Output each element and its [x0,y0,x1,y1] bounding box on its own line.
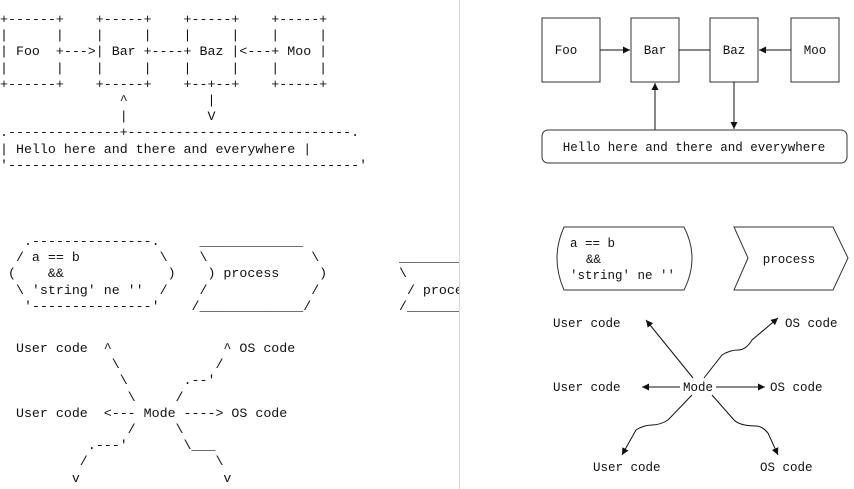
message-text: Hello here and there and everywhere [563,141,826,155]
box-moo-label: Moo [804,44,827,58]
ascii-art-panel: +------+ +-----+ +-----+ +-----+ | | | |… [0,12,460,486]
ascii-mode-diagram: User code ^ ^ OS code \ / \ .--' \ / Use… [15,341,296,486]
arrow-to-user-code-top [645,319,694,379]
user-code-top: User code [553,317,621,331]
user-code-bottom: User code [593,461,661,475]
condition-line-2: && [586,253,602,267]
message-box: Hello here and there and everywhere [541,129,848,164]
os-code-mid: OS code [770,381,823,395]
box-foo-label: Foo [555,44,578,58]
box-bar: Bar [630,17,680,83]
rendered-diagram: Foo Bar Baz Moo Hello her [541,17,849,475]
os-code-top: OS code [785,317,838,331]
arrow-to-os-code-bottom [711,394,779,456]
process-shape: process [733,226,849,291]
process-label: process [763,253,816,267]
panel-divider [459,0,460,489]
condition-shape: a == b && 'string' ne '' [556,226,693,291]
box-bar-label: Bar [644,44,667,58]
condition-line-1: a == b [570,237,615,251]
arrow-to-os-code-top [703,317,779,379]
box-foo: Foo [541,17,601,83]
ascii-shapes: .---------------. _____________ / a == b… [7,234,460,314]
os-code-bottom: OS code [760,461,813,475]
box-baz: Baz [709,17,759,83]
mode-label: Mode [683,381,713,395]
box-baz-label: Baz [723,44,746,58]
ascii-flow-diagram: +------+ +-----+ +-----+ +-----+ | | | |… [0,12,368,173]
rendered-diagram-panel: Foo Bar Baz Moo Hello her [460,0,854,489]
box-moo: Moo [790,17,840,83]
user-code-mid: User code [553,381,621,395]
arrow-to-user-code-bottom [621,394,693,456]
condition-line-3: 'string' ne '' [570,269,675,283]
